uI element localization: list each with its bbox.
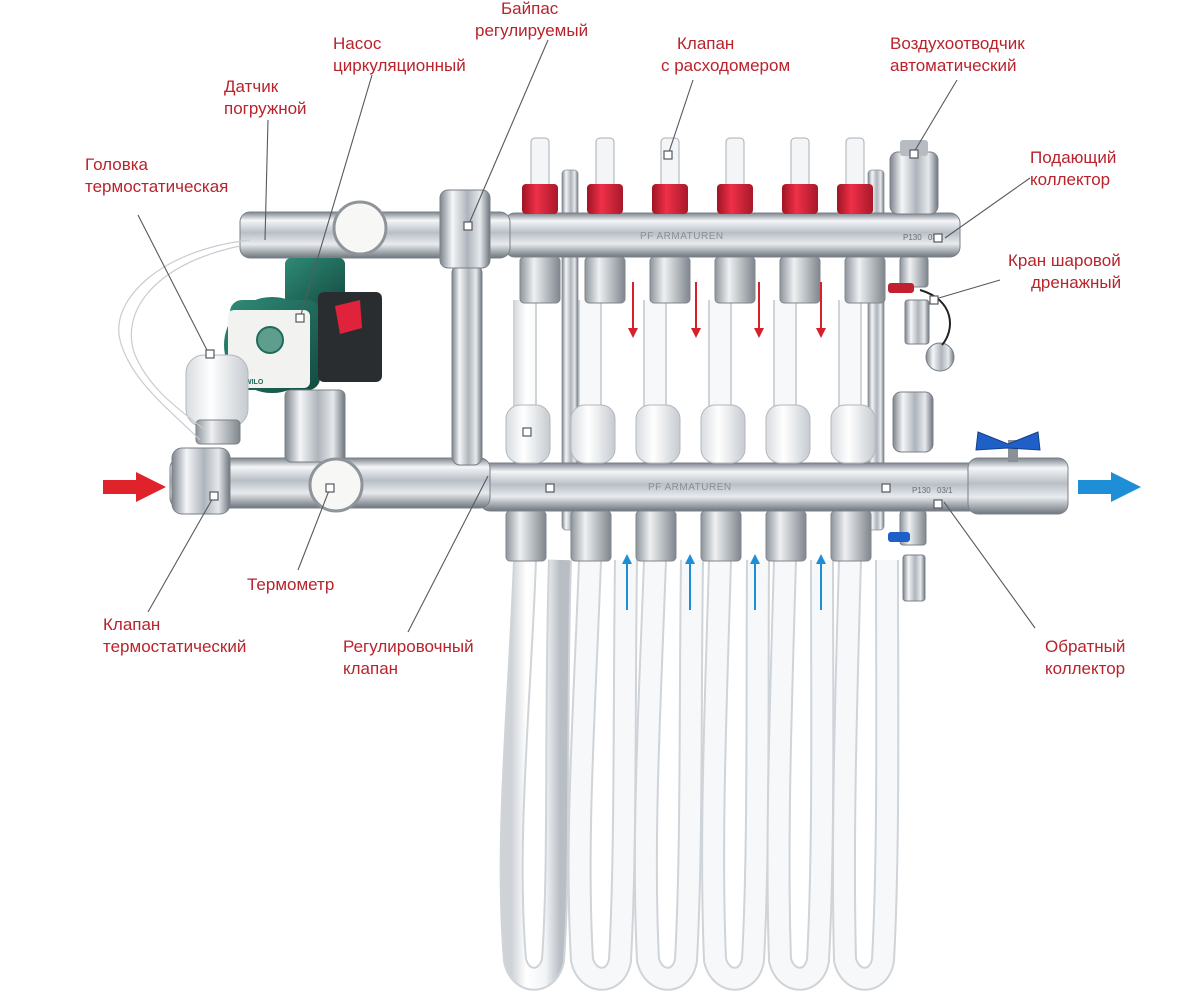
drain-valve	[888, 256, 955, 372]
regulating-caps	[505, 404, 876, 464]
outlet-ball-valve	[967, 431, 1069, 515]
return-code-marking: P130	[912, 486, 931, 495]
label-thermo-valve-line1: Клапан	[103, 615, 160, 634]
label-thermo-head-line2: термостатическая	[85, 177, 228, 196]
label-sensor-line1: Датчик	[224, 77, 279, 96]
air-vent	[889, 140, 939, 215]
up-arrows	[622, 554, 826, 610]
supply-outlets	[519, 256, 886, 304]
down-arrows	[628, 282, 826, 338]
mixing-group: WILO	[118, 189, 511, 515]
flowmeters	[522, 137, 873, 214]
callout-markers	[205, 149, 943, 509]
return-manifold: PF ARMATUREN P130 03/1	[479, 391, 1069, 602]
leader-lines	[137, 39, 1036, 633]
label-supply-line1: Подающий	[1030, 148, 1116, 167]
flow-out-arrow	[1078, 472, 1141, 502]
label-air-vent-line2: автоматический	[890, 56, 1016, 75]
return-air-vent	[892, 391, 934, 453]
return-date-marking: 03/1	[937, 486, 953, 495]
label-sensor-line2: погружной	[224, 99, 307, 118]
label-drain-valve-line2: дренажный	[1031, 273, 1121, 292]
label-bypass-line1: Байпас	[501, 0, 559, 18]
label-flow-valve-line2: с расходомером	[661, 56, 790, 75]
pex-pipes	[499, 300, 900, 991]
label-reg-valve-line2: клапан	[343, 659, 398, 678]
supply-manifold: PF ARMATUREN P130 03/1	[504, 137, 961, 372]
label-reg-valve-line1: Регулировочный	[343, 637, 474, 656]
label-return-line2: коллектор	[1045, 659, 1125, 678]
pump-brand-marking: WILO	[245, 379, 264, 386]
supply-code-marking: P130	[903, 233, 922, 242]
label-flow-valve-line1: Клапан	[677, 34, 734, 53]
label-thermometer: Термометр	[247, 575, 334, 594]
label-air-vent-line1: Воздухоотводчик	[890, 34, 1025, 53]
label-thermo-head-line1: Головка	[85, 155, 149, 174]
labels: Байпас регулируемый Насос циркуляционный…	[85, 0, 1125, 678]
label-drain-valve-line1: Кран шаровой	[1008, 251, 1121, 270]
return-drain	[888, 510, 927, 602]
label-return-line1: Обратный	[1045, 637, 1125, 656]
label-pump-line1: Насос	[333, 34, 382, 53]
return-brand-marking: PF ARMATUREN	[648, 482, 732, 493]
label-pump-line2: циркуляционный	[333, 56, 466, 75]
label-thermo-valve-line2: термостатический	[103, 637, 246, 656]
return-outlets	[505, 510, 872, 562]
label-supply-line2: коллектор	[1030, 170, 1110, 189]
flow-in-arrow	[103, 472, 166, 502]
label-bypass-line2: регулируемый	[475, 21, 588, 40]
supply-brand-marking: PF ARMATUREN	[640, 231, 724, 242]
